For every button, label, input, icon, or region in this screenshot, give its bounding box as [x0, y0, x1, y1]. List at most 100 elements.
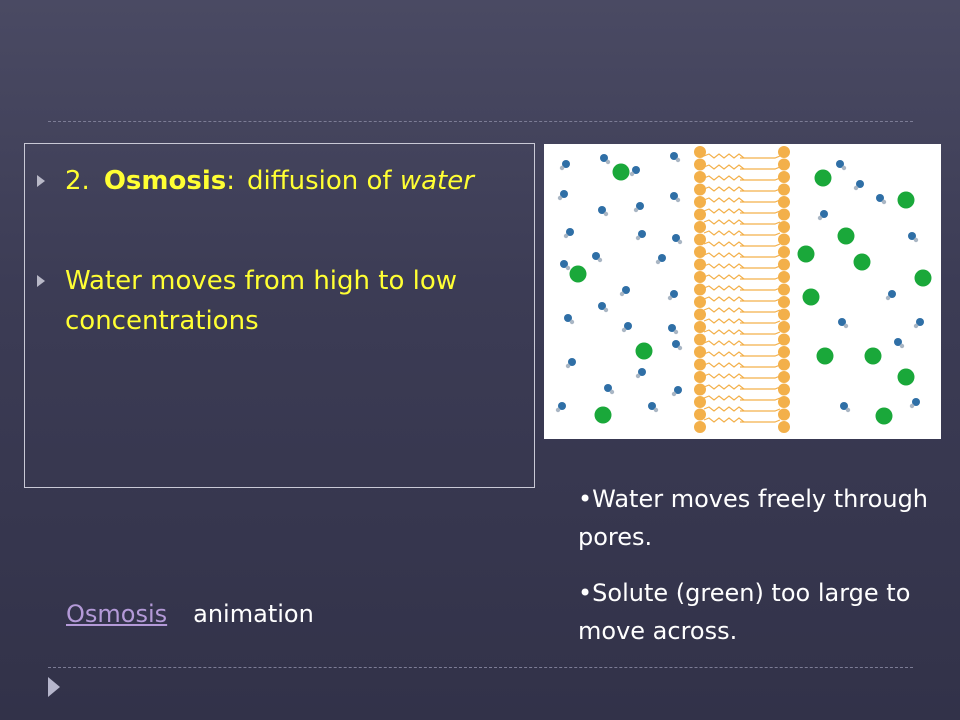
- lipid-head: [778, 333, 790, 346]
- water-hydrogen: [853, 185, 859, 191]
- water-oxygen: [908, 232, 916, 240]
- solute-molecule: [816, 347, 834, 365]
- lipid-tail: [740, 177, 781, 181]
- water-hydrogen: [671, 391, 677, 397]
- lipid-tail: [703, 164, 745, 170]
- solute-molecule: [797, 245, 815, 263]
- lipid-tail: [703, 384, 745, 390]
- lipid-tail: [703, 274, 745, 280]
- water-oxygen: [592, 252, 600, 260]
- lipid-head: [778, 283, 790, 296]
- water-oxygen: [912, 398, 920, 406]
- lipid-tail: [740, 419, 781, 423]
- solute-molecule: [897, 368, 915, 386]
- osmosis-animation-link[interactable]: Osmosis: [66, 600, 168, 628]
- water-oxygen: [840, 402, 848, 410]
- lipid-head: [694, 246, 706, 258]
- lipid-tail: [703, 296, 745, 302]
- lipid-tail: [740, 386, 781, 390]
- water-oxygen: [894, 338, 902, 346]
- bullet-arrow-icon: [37, 275, 45, 287]
- lipid-head: [778, 408, 790, 421]
- lipid-head: [694, 333, 706, 346]
- side-notes: •Water moves freely through pores. •Solu…: [578, 480, 928, 668]
- lipid-head: [778, 196, 790, 208]
- lipid-head: [694, 346, 706, 358]
- lipid-head: [694, 421, 706, 433]
- lipid-head: [778, 383, 790, 396]
- lipid-tail: [703, 230, 745, 236]
- water-hydrogen: [899, 343, 905, 349]
- lipid-tail: [703, 175, 745, 181]
- water-hydrogen: [881, 199, 887, 205]
- lipid-tail: [703, 340, 745, 346]
- lipid-head: [694, 258, 706, 271]
- lipid-tail: [740, 254, 781, 258]
- lipid-head: [778, 321, 790, 333]
- lipid-head: [778, 233, 790, 246]
- lipid-head: [778, 258, 790, 271]
- lipid-tail: [703, 406, 745, 412]
- lipid-tail: [740, 331, 781, 335]
- lipid-head: [778, 371, 790, 383]
- lipid-tail: [740, 155, 781, 159]
- lipid-head: [778, 171, 790, 183]
- water-hydrogen: [653, 407, 659, 413]
- lipid-tail: [740, 397, 781, 401]
- bullet-water-movement: Water moves from high to low concentrati…: [37, 261, 517, 341]
- bullet-content-box: 2.Osmosis:diffusion of water Water moves…: [24, 143, 535, 488]
- water-hydrogen: [635, 373, 641, 379]
- solute-molecule: [875, 407, 893, 425]
- water-oxygen: [624, 322, 632, 330]
- lipid-head: [778, 221, 790, 233]
- lipid-tail: [740, 364, 781, 368]
- note-solute-size: •Solute (green) too large to move across…: [578, 579, 911, 645]
- water-hydrogen: [817, 215, 823, 221]
- water-hydrogen: [609, 389, 615, 395]
- lipid-tail: [703, 208, 745, 214]
- note-water-pores: •Water moves freely through pores.: [578, 485, 929, 551]
- water-hydrogen: [675, 157, 681, 163]
- lipid-tail: [740, 199, 781, 203]
- lipid-tail: [740, 408, 781, 412]
- water-hydrogen: [655, 259, 661, 265]
- water-oxygen: [672, 234, 680, 242]
- lipid-tail: [703, 373, 745, 379]
- lipid-head: [778, 158, 790, 171]
- lipid-head: [778, 183, 790, 196]
- lipid-tail: [703, 351, 745, 357]
- water-oxygen: [562, 160, 570, 168]
- solute-molecule: [853, 253, 871, 271]
- water-oxygen: [638, 368, 646, 376]
- next-slide-arrow-icon[interactable]: [48, 677, 60, 697]
- water-oxygen: [916, 318, 924, 326]
- lipid-head: [694, 221, 706, 233]
- water-oxygen: [838, 318, 846, 326]
- lipid-tail: [703, 252, 745, 258]
- solute-molecule: [914, 269, 932, 287]
- water-hydrogen: [565, 265, 571, 271]
- water-oxygen: [560, 260, 568, 268]
- solute-molecule: [897, 191, 915, 209]
- solute-molecule: [612, 163, 630, 181]
- water-hydrogen: [909, 403, 915, 409]
- lipid-head: [694, 233, 706, 246]
- lipid-head: [778, 208, 790, 221]
- water-hydrogen: [621, 327, 627, 333]
- water-hydrogen: [841, 165, 847, 171]
- lipid-tail: [703, 186, 745, 192]
- definition-text: diffusion of: [246, 166, 392, 196]
- lipid-head: [694, 383, 706, 396]
- lipid-tail: [703, 197, 745, 203]
- lipid-tail: [703, 263, 745, 269]
- water-hydrogen: [555, 407, 561, 413]
- term-osmosis: Osmosis: [103, 166, 227, 196]
- lipid-tail: [703, 329, 745, 335]
- lipid-head: [778, 296, 790, 308]
- water-oxygen: [856, 180, 864, 188]
- water-movement-text: Water moves from high to low concentrati…: [65, 266, 458, 336]
- water-hydrogen: [563, 233, 569, 239]
- solute-molecule: [814, 169, 832, 187]
- water-oxygen: [658, 254, 666, 262]
